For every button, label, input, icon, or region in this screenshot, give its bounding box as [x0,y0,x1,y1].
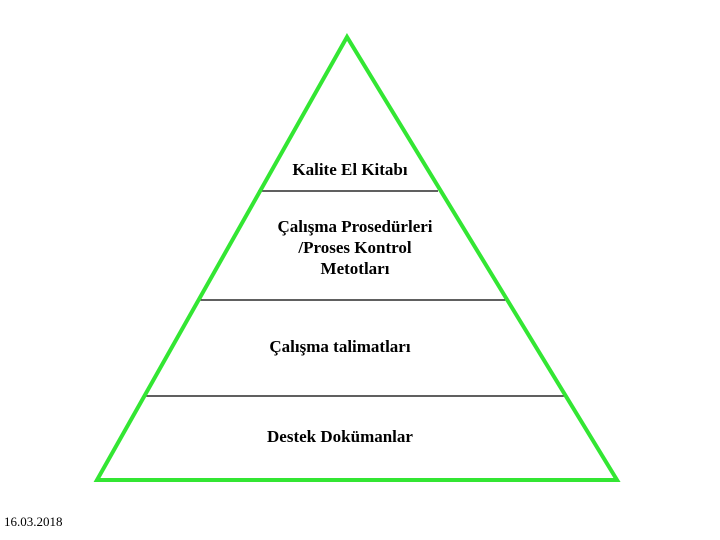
level-2-label: Çalışma Prosedürleri /Proses Kontrol Met… [277,217,433,278]
level-4-label: Destek Dokümanlar [267,427,413,446]
pyramid-outline [93,33,621,482]
level-3-label: Çalışma talimatları [269,337,411,356]
date-label: 16.03.2018 [4,514,63,529]
level-1-label: Kalite El Kitabı [292,160,408,179]
